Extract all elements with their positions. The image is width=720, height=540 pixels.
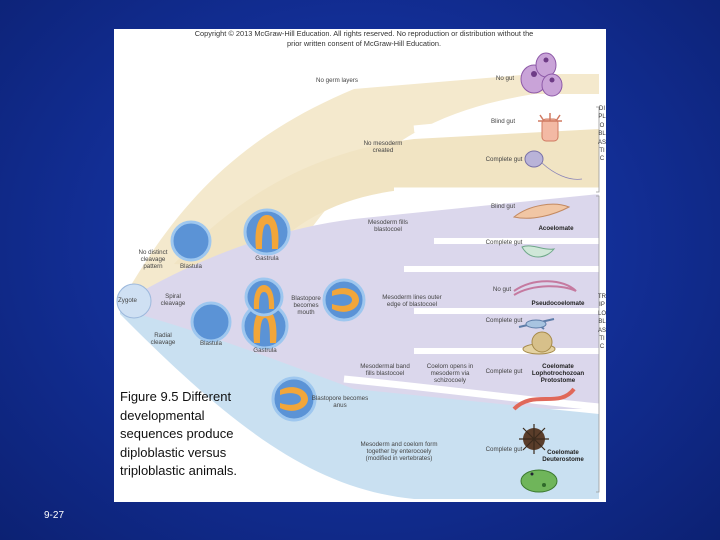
label-complete-gut: Complete gut <box>485 446 523 453</box>
comb-jelly-illustration <box>524 150 583 180</box>
gastrula-protostome <box>244 277 284 317</box>
earthworm-illustration <box>512 387 576 411</box>
insect-illustration <box>518 318 555 330</box>
blastula-cell <box>170 220 212 262</box>
label-diploblastic: DIPLOBLASTIC <box>598 106 607 163</box>
label-blastopore-anus: Blastopore becomes anus <box>311 395 369 409</box>
embryo-mesoderm-lines <box>322 278 366 322</box>
label-acoelomate: Acoelomate <box>538 225 574 232</box>
band-deuterostome <box>120 309 599 499</box>
label-mesoderm-lines: Mesoderm lines outer edge of blastocoel <box>382 294 442 308</box>
label-pseudocoelomate: Pseudocoelomate <box>531 300 585 307</box>
label-blind-gut: Blind gut <box>490 203 516 210</box>
triploblastic-bracket <box>596 195 600 493</box>
label-blastula: Blastula <box>199 340 222 347</box>
flatworm-illustration <box>512 203 571 219</box>
label-blastula: Blastula <box>179 263 202 270</box>
frog-illustration <box>520 469 558 493</box>
label-no-gut: No gut <box>492 286 512 293</box>
sponge-illustration <box>520 52 563 97</box>
label-gastrula: Gastrula <box>255 255 279 262</box>
label-mesoderm-enterocoely: Mesoderm and coelom form together by ent… <box>360 441 438 462</box>
figure-caption: Figure 9.5 Different developmental seque… <box>120 388 265 481</box>
label-spiral-cleavage: Spiral cleavage <box>160 293 186 307</box>
slide-number: 9-27 <box>44 510 65 521</box>
label-complete-gut: Complete gut <box>485 368 523 375</box>
label-no-gut: No gut <box>495 75 515 82</box>
blastula-cell <box>190 301 232 343</box>
sea-anemone-illustration <box>538 113 562 142</box>
label-mesodermal-band: Mesodermal band fills blastocoel <box>360 363 410 377</box>
label-zygote: Zygote <box>118 297 137 304</box>
separator-line <box>413 113 600 133</box>
rotifer-illustration <box>521 245 556 258</box>
sea-urchin-illustration <box>519 424 549 454</box>
copyright-notice: Copyright © 2013 McGraw-Hill Education. … <box>194 29 534 48</box>
label-triploblastic: TRIPLOBLASTIC <box>598 294 607 351</box>
label-blind-gut: Blind gut <box>490 118 516 125</box>
gastrula-top <box>243 208 291 256</box>
zygote-cell <box>116 283 152 319</box>
snail-illustration <box>522 331 556 355</box>
label-blastopore-mouth: Blastopore becomes mouth <box>291 295 321 316</box>
label-complete-gut: Complete gut <box>485 317 523 324</box>
label-no-mesoderm: No mesoderm created <box>363 140 403 154</box>
label-no-distinct-cleavage: No distinct cleavage pattern <box>138 249 168 270</box>
label-complete-gut: Complete gut <box>485 156 523 163</box>
nematode-illustration <box>513 280 577 296</box>
label-complete-gut: Complete gut <box>485 239 523 246</box>
label-coelom-schizocoely: Coelom opens in mesoderm via schizocoely <box>426 363 474 384</box>
label-no-germ-layers: No germ layers <box>316 77 358 84</box>
gastrula-mid <box>241 302 289 350</box>
label-gastrula: Gastrula <box>253 347 277 354</box>
caption-text: Different developmental sequences produc… <box>120 389 238 478</box>
evolution-figure: Copyright © 2013 McGraw-Hill Education. … <box>114 29 606 502</box>
label-radial-cleavage: Radial cleavage <box>150 332 176 346</box>
caption-title: Figure 9.5 <box>120 389 179 404</box>
separator-line <box>343 375 600 411</box>
diploblastic-bracket <box>596 106 600 193</box>
label-coelomate-deuterostome: Coelomate Deuterostome <box>542 449 584 463</box>
branching-diagram <box>116 52 600 499</box>
label-coelomate-lophotrochozoan: Coelomate Lophotrochozoan Protostome <box>531 363 585 384</box>
embryo-deuterostome <box>271 376 317 422</box>
label-mesoderm-fills: Mesoderm fills blastocoel <box>368 219 408 233</box>
